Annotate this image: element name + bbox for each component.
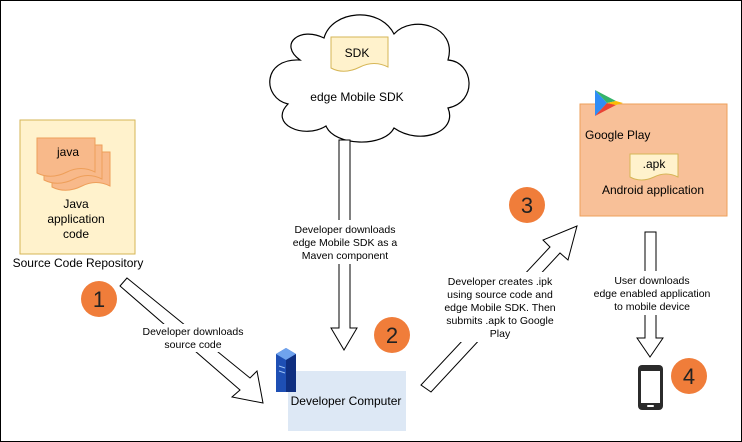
sdk-document-icon — [330, 36, 389, 72]
step-1-line-2: source code — [164, 339, 221, 351]
java-doc-front-icon — [36, 137, 96, 177]
developer-computer: Developer Computer — [276, 348, 406, 431]
step-4-line-2: edge enabled application — [594, 288, 711, 300]
step-1-label: Developer downloads source code — [138, 324, 250, 352]
sdk-cloud: SDK edge Mobile SDK — [269, 14, 470, 143]
step-2-line-3: Maven component — [302, 250, 388, 262]
repo-label-line-2: application — [47, 212, 104, 226]
repo-label-line-1: Java — [63, 197, 89, 211]
android-app-label: Android application — [602, 183, 704, 197]
google-play-logo-icon — [595, 90, 623, 116]
sdk-cloud-label: edge Mobile SDK — [310, 90, 403, 104]
google-play-label: Google Play — [585, 128, 650, 142]
step-2-label: Developer downloads edge Mobile SDK as a… — [282, 220, 408, 264]
repo-label-line-3: code — [63, 227, 89, 241]
java-doc-label: java — [56, 145, 79, 159]
developer-computer-label: Developer Computer — [291, 394, 402, 408]
apk-doc-label: .apk — [643, 157, 667, 171]
step-3-line-5: Play — [490, 328, 511, 340]
repo-caption: Source Code Repository — [13, 256, 144, 270]
server-icon — [276, 348, 296, 392]
step-2-badge: 2 — [374, 317, 410, 353]
developer-computer-box — [288, 371, 406, 431]
step-1-number: 1 — [93, 287, 105, 312]
step-4-number: 4 — [683, 364, 695, 389]
step-3-line-2: using source code and — [447, 289, 553, 301]
step-4-label: User downloads edge enabled application … — [588, 271, 716, 315]
step-1-badge: 1 — [81, 281, 117, 317]
sdk-doc-label: SDK — [345, 46, 370, 60]
step-1-line-1: Developer downloads — [143, 326, 244, 338]
apk-document-icon — [629, 153, 679, 181]
step-3-line-3: edge Mobile SDK. Then — [444, 302, 555, 314]
source-code-repository: java Java application code Source Code R… — [13, 119, 144, 270]
step-3-label: Developer creates .ipk using source code… — [440, 272, 560, 342]
step-3-line-4: submits .apk to Google — [446, 315, 554, 327]
step-2-line-2: edge Mobile SDK as a — [293, 237, 398, 249]
smartphone-icon — [638, 365, 663, 410]
step-4-badge: 4 — [671, 358, 707, 394]
google-play-store: Google Play .apk Android application — [579, 90, 728, 217]
cloud-shape — [269, 14, 470, 143]
step-2-number: 2 — [386, 323, 398, 348]
step-4-line-1: User downloads — [614, 275, 689, 287]
step-2-line-1: Developer downloads — [295, 224, 396, 236]
step-3-line-1: Developer creates .ipk — [448, 276, 553, 288]
step-3-badge: 3 — [509, 187, 545, 223]
step-4-line-3: to mobile device — [614, 301, 690, 313]
step-3-number: 3 — [521, 193, 533, 218]
